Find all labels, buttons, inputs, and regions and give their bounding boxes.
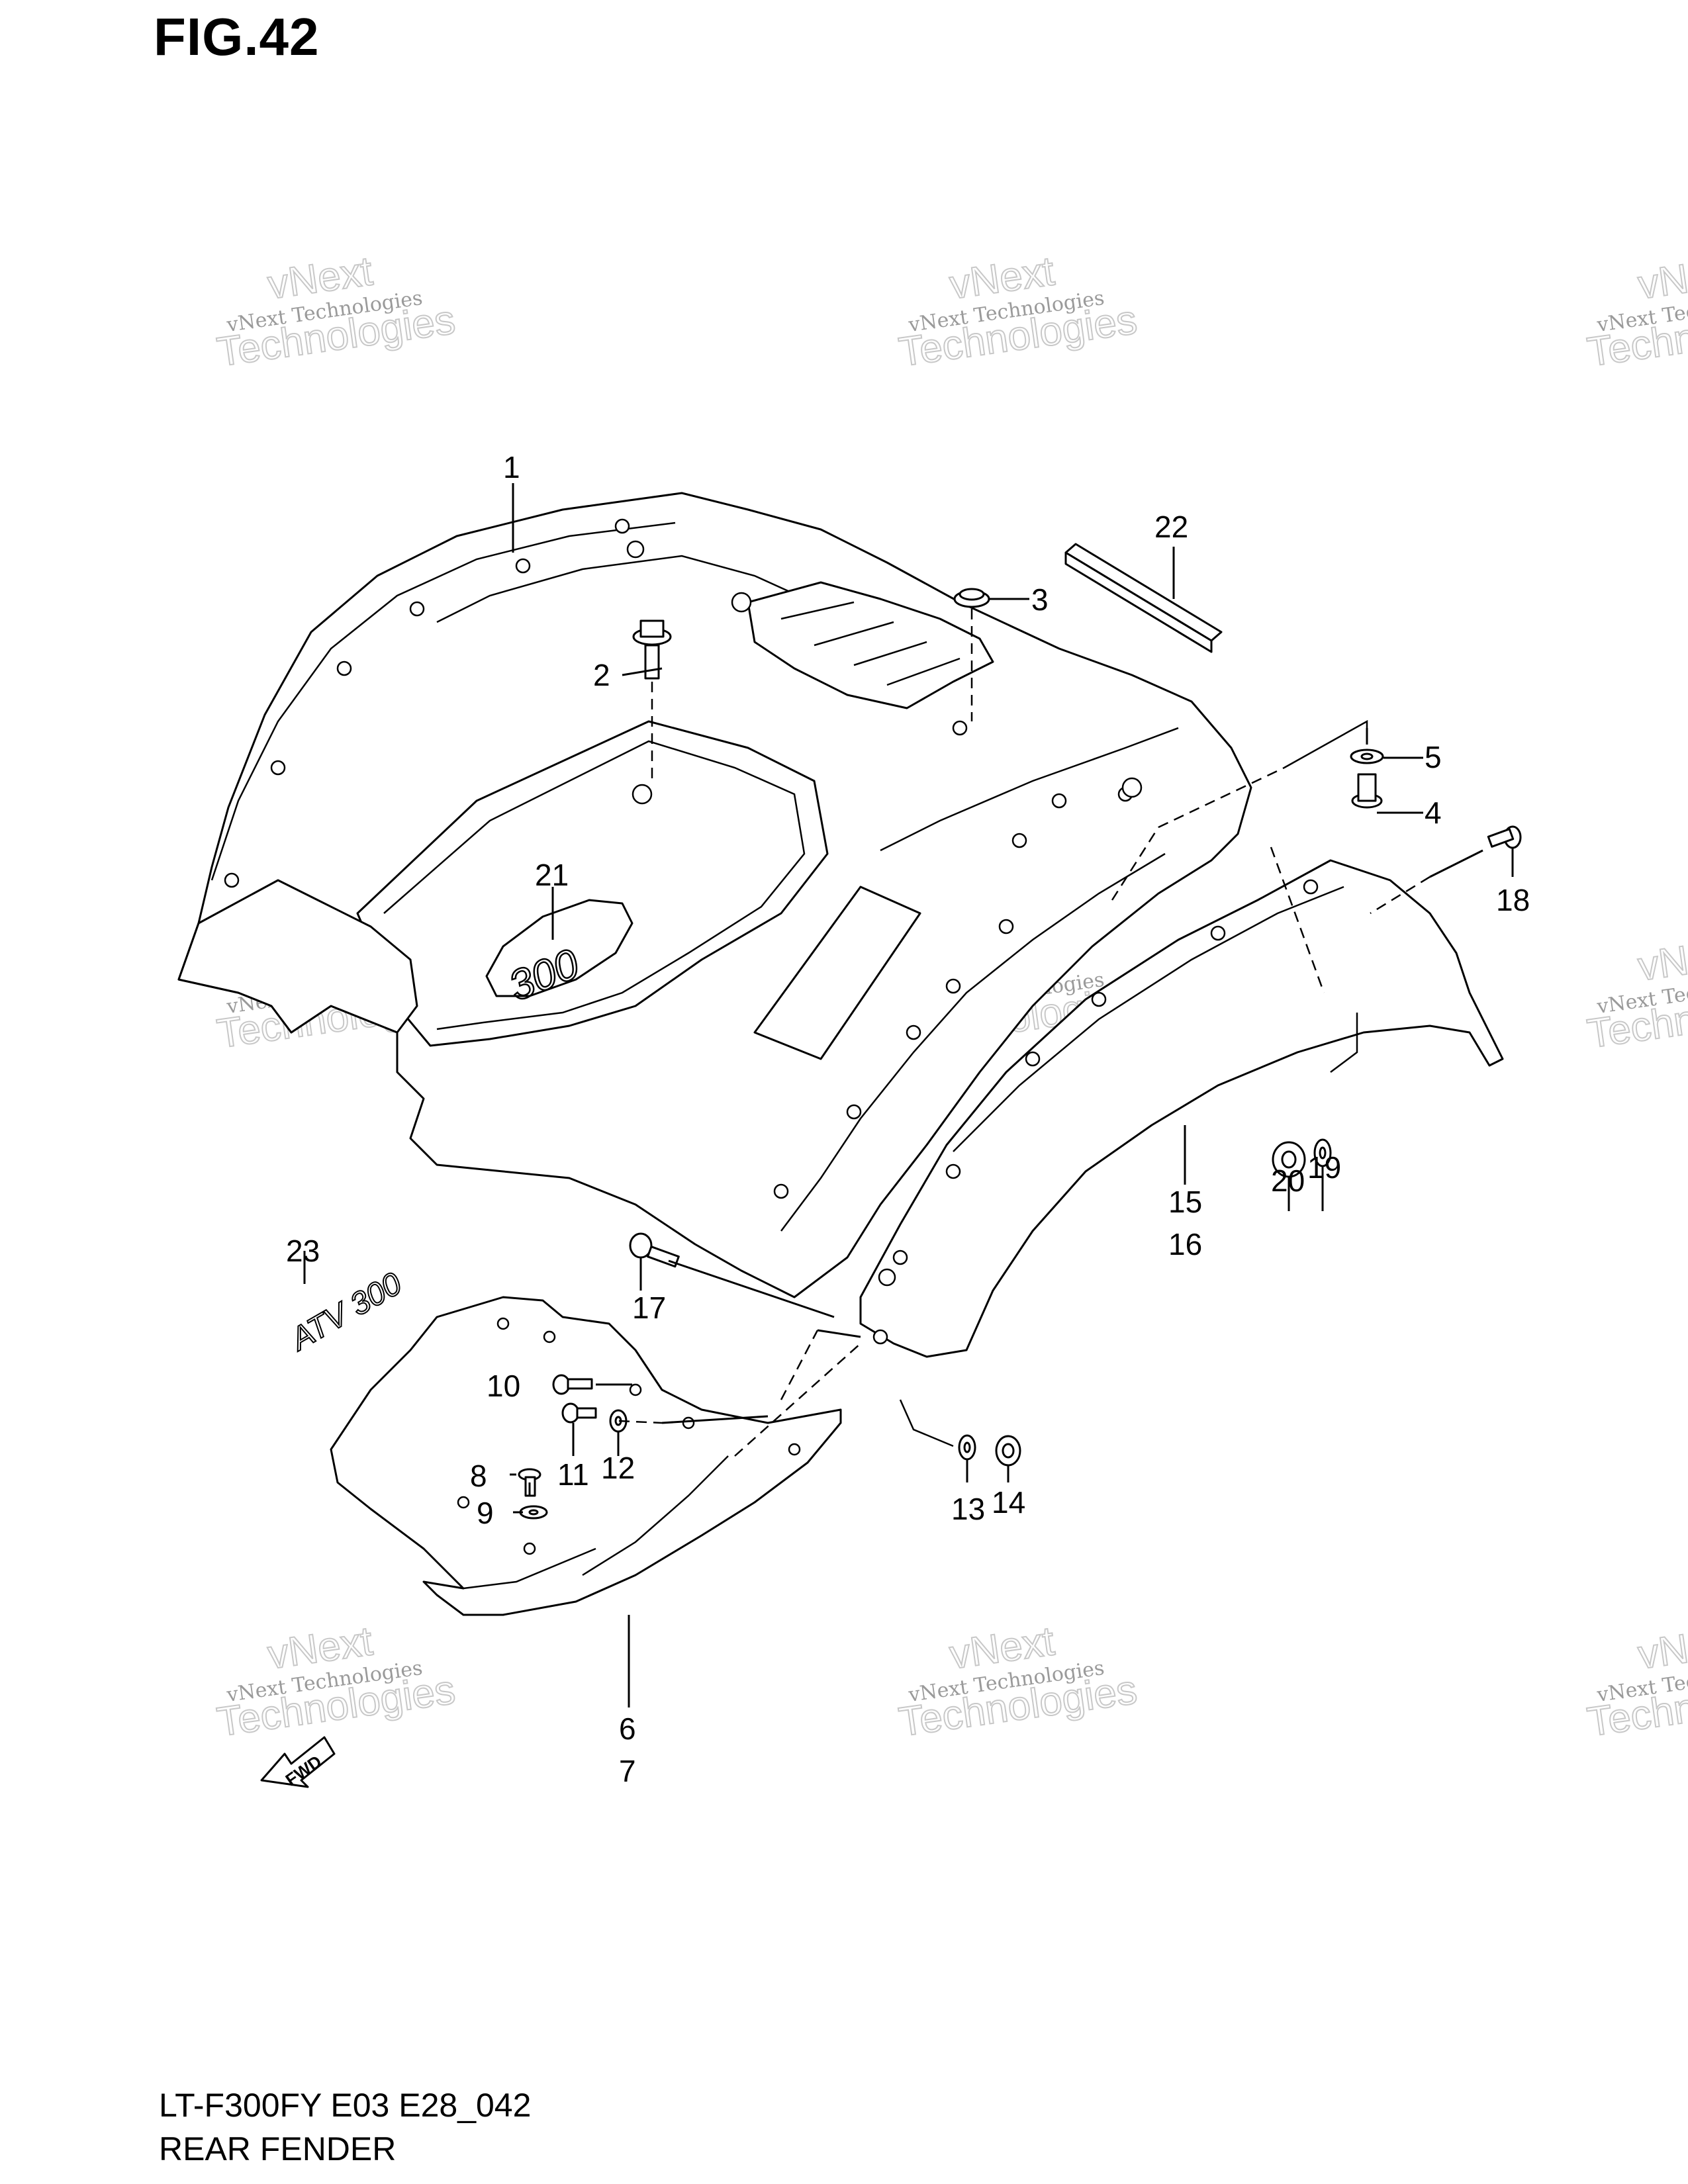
watermark-big-line-1: vNext (1635, 248, 1688, 308)
callout-3: 3 (1031, 582, 1049, 617)
callout-9: 9 (477, 1496, 494, 1530)
callout-6: 6 (619, 1711, 636, 1746)
watermark-big-line-1: vNext (1635, 1618, 1688, 1678)
section-name: REAR FENDER (159, 2130, 397, 2167)
callout-numbers: 1 2 3 4 5 6 7 8 9 10 11 12 13 14 15 16 1… (286, 450, 1530, 1788)
callout-14: 14 (992, 1485, 1025, 1520)
leader-lines (303, 483, 1514, 1707)
rear-fender-main-part (177, 492, 1252, 1298)
decal-part-23: ATV 300 (283, 1265, 408, 1359)
decal-text: ATV 300 (283, 1266, 408, 1358)
model-code: LT-F300FY E03 E28_042 (159, 2087, 532, 2124)
grommet-part-3 (953, 588, 990, 608)
callout-22: 22 (1154, 510, 1188, 544)
callout-15: 15 (1168, 1185, 1202, 1219)
bolt-part-4 (1351, 773, 1383, 809)
screw-part-18 (1487, 825, 1522, 849)
washer-part-9 (519, 1505, 548, 1520)
side-fender-flare-part (859, 859, 1504, 1358)
strip-part-22 (1064, 543, 1223, 653)
watermark-big-line-1: vNext (1635, 930, 1688, 989)
washer-part-5 (1350, 749, 1384, 764)
callout-21: 21 (535, 858, 569, 892)
callout-7: 7 (619, 1754, 636, 1788)
callout-10: 10 (487, 1369, 520, 1403)
callout-2: 2 (593, 658, 610, 692)
washer-part-13 (958, 1434, 976, 1461)
callout-5: 5 (1425, 740, 1442, 774)
callout-11: 11 (557, 1457, 589, 1492)
fwd-arrow: FWD (260, 1736, 336, 1790)
callout-17: 17 (632, 1291, 666, 1325)
callout-18: 18 (1496, 883, 1530, 917)
screw-part-10 (552, 1374, 593, 1395)
callout-23: 23 (286, 1234, 320, 1268)
nut-part-14 (995, 1435, 1021, 1467)
mud-guard-part (330, 1296, 842, 1616)
callout-16: 16 (1168, 1227, 1202, 1261)
figure-title: FIG.42 (154, 7, 320, 66)
callout-20: 20 (1271, 1163, 1305, 1198)
callout-12: 12 (601, 1451, 635, 1485)
callout-1: 1 (503, 450, 520, 484)
screw-part-11 (561, 1402, 597, 1424)
callout-19: 19 (1307, 1150, 1341, 1185)
callout-13: 13 (951, 1492, 985, 1526)
callout-4: 4 (1425, 796, 1442, 830)
callout-8: 8 (470, 1459, 487, 1493)
